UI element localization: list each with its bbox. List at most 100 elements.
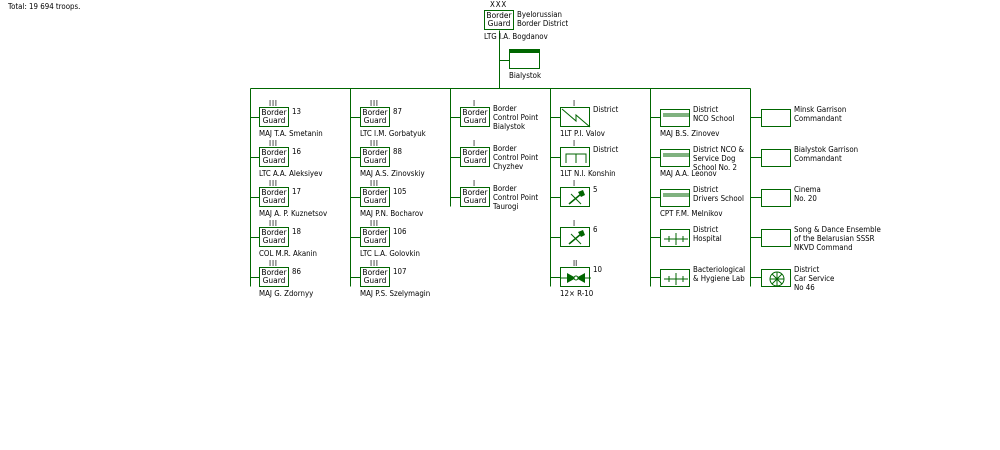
garrison-line2: Commandant xyxy=(794,154,842,163)
echelon-marker: II xyxy=(573,259,578,268)
detachment-number: 105 xyxy=(393,187,407,196)
unit-box-icon xyxy=(761,149,791,167)
echelon-marker: III xyxy=(269,179,278,188)
support-commander: 12× R-10 xyxy=(560,289,594,298)
detachment-commander: LTC A.A. Aleksiyev xyxy=(259,169,323,178)
echelon-marker: I xyxy=(573,179,576,188)
total-troops: Total: 19 694 troops. xyxy=(8,2,81,11)
control-point-line3: Chyzhev xyxy=(493,162,524,171)
school-icon xyxy=(660,149,690,167)
detachment-box-line1: Border xyxy=(261,228,287,237)
detachment-number: 88 xyxy=(393,147,402,156)
support-label: District xyxy=(593,145,619,154)
detachment-box-line1: Border xyxy=(362,148,388,157)
detachment-commander: COL M.R. Akanin xyxy=(259,249,318,258)
facility-line1: Bacteriological xyxy=(693,265,746,274)
facility-line2: Hospital xyxy=(693,234,722,243)
unit-box-icon xyxy=(761,189,791,207)
detachment-box-line2: Guard xyxy=(363,196,387,205)
hq-box-line2: Guard xyxy=(487,19,511,28)
echelon-marker: III xyxy=(370,259,379,268)
garrison-line3: NKVD Command xyxy=(794,243,853,252)
detachment-box-line1: Border xyxy=(362,228,388,237)
engineer-icon xyxy=(560,187,590,207)
facility-line2: & Hygiene Lab xyxy=(693,274,745,283)
control-point-line3: Bialystok xyxy=(493,122,526,131)
hq-name-line2: Border District xyxy=(517,19,569,28)
detachment-box-line2: Guard xyxy=(363,116,387,125)
hq-echelon: XXX xyxy=(490,0,508,9)
detachment-commander: LTC I.M. Gorbatyuk xyxy=(360,129,426,138)
detachment-commander: MAJ A.S. Zinovskiy xyxy=(360,169,425,178)
control-point-line2: Control Point xyxy=(493,153,539,162)
facility-line1: District xyxy=(693,225,719,234)
detachment-number: 17 xyxy=(292,187,301,196)
detachment-commander: MAJ T.A. Smetanin xyxy=(259,129,323,138)
echelon-marker: III xyxy=(269,259,278,268)
support-label: 5 xyxy=(593,185,598,194)
facility-line3: School No. 2 xyxy=(693,163,738,172)
detachment-number: 86 xyxy=(292,267,301,276)
detachment-box-line1: Border xyxy=(362,108,388,117)
hq-symbol-box: Border Guard xyxy=(484,10,514,30)
detachment-box-line1: Border xyxy=(261,268,287,277)
control-point-line1: Border xyxy=(493,104,517,113)
detachment-box-line2: Guard xyxy=(262,196,286,205)
garrison-line2: Car Service xyxy=(794,274,835,283)
hq-sub-symbol-box xyxy=(509,49,540,69)
echelon-marker: III xyxy=(370,139,379,148)
control-point-box-line1: Border xyxy=(462,148,488,157)
garrison-line1: Song & Dance Ensemble xyxy=(794,225,881,234)
aviation-icon xyxy=(560,267,591,287)
engineer-icon xyxy=(560,227,590,247)
control-point-line2: Control Point xyxy=(493,113,539,122)
bridge-icon xyxy=(560,147,590,167)
detachment-box-line1: Border xyxy=(261,188,287,197)
hq-sub-label: Bialystok xyxy=(509,71,542,80)
support-label: District xyxy=(593,105,619,114)
control-point-line3: Taurogi xyxy=(493,202,519,211)
garrison-line2: Commandant xyxy=(794,114,842,123)
detachment-number: 107 xyxy=(393,267,407,276)
facility-line1: District xyxy=(693,185,719,194)
wheel-icon xyxy=(761,269,791,287)
echelon-marker: III xyxy=(370,99,379,108)
facility-line2: NCO School xyxy=(693,114,735,123)
control-point-box-line1: Border xyxy=(462,188,488,197)
garrison-line1: Minsk Garrison xyxy=(794,105,847,114)
detachment-number: 106 xyxy=(393,227,407,236)
school-icon xyxy=(660,189,690,207)
detachment-commander: MAJ G. Zdornyy xyxy=(259,289,314,298)
garrison-line1: Bialystok Garrison xyxy=(794,145,859,154)
echelon-marker: III xyxy=(269,139,278,148)
echelon-marker: I xyxy=(573,139,576,148)
control-point-box-line1: Border xyxy=(462,108,488,117)
facility-commander: CPT F.M. Melnikov xyxy=(660,209,723,218)
facility-line2: Drivers School xyxy=(693,194,744,203)
echelon-marker: III xyxy=(269,99,278,108)
echelon-marker: I xyxy=(573,99,576,108)
detachment-box-line2: Guard xyxy=(363,276,387,285)
detachment-commander: LTC L.A. Golovkin xyxy=(360,249,421,258)
echelon-marker: I xyxy=(573,219,576,228)
detachment-box-line2: Guard xyxy=(262,276,286,285)
detachment-box-line2: Guard xyxy=(262,116,286,125)
support-commander: 1LT P.I. Valov xyxy=(560,129,605,138)
echelon-marker: III xyxy=(269,219,278,228)
hq-name-line1: Byelorussian xyxy=(517,10,563,19)
detachment-box-line1: Border xyxy=(261,148,287,157)
control-point-box-line2: Guard xyxy=(463,116,487,125)
hospital-icon xyxy=(660,269,690,287)
garrison-line1: District xyxy=(794,265,820,274)
